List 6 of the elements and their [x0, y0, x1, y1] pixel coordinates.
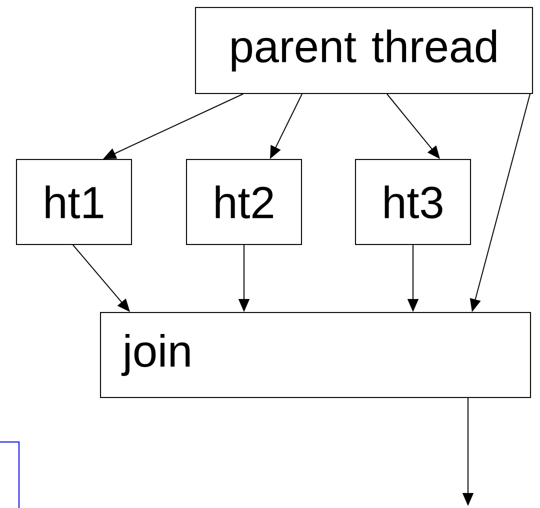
box: ht2	[186, 159, 302, 245]
box: ht3	[355, 159, 471, 245]
arrow	[72, 244, 130, 312]
box: join	[100, 312, 531, 398]
box: parent thread	[195, 7, 533, 94]
box: ht1	[16, 159, 132, 245]
